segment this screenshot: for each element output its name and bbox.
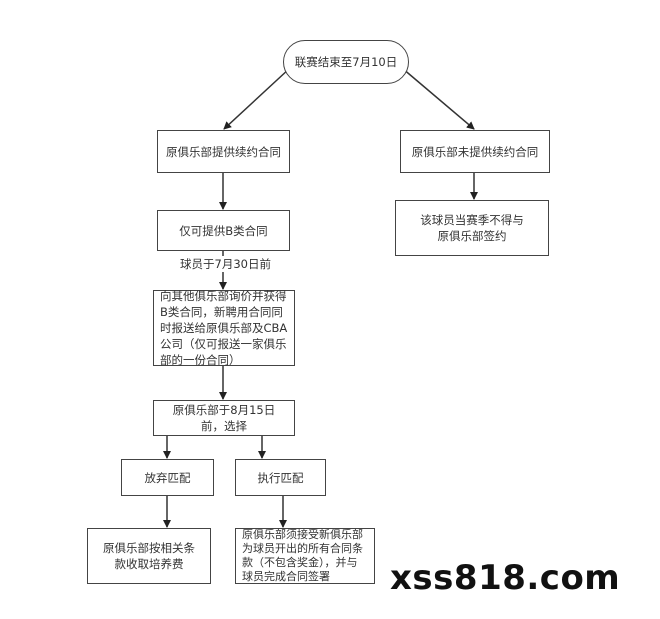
arrow-start-to-offer xyxy=(223,67,291,130)
edge-label-before-jul30: 球员于7月30日前 xyxy=(180,256,271,272)
node-choose-text: 原俱乐部于8月15日前，选择 xyxy=(172,403,276,433)
watermark: xss818.com xyxy=(390,558,621,598)
node-training-fee-text: 原俱乐部按相关条款收取培养费 xyxy=(103,541,195,571)
node-start: 联赛结束至7月10日 xyxy=(283,40,409,84)
node-inquire-text: 向其他俱乐部询价并获得B类合同，新聘用合同同时报送给原俱乐部及CBA公司（仅可报… xyxy=(160,289,288,367)
node-choose: 原俱乐部于8月15日前，选择 xyxy=(153,400,295,436)
node-b-contract-only: 仅可提供B类合同 xyxy=(157,210,290,251)
node-match: 执行匹配 xyxy=(235,459,326,496)
node-inquire: 向其他俱乐部询价并获得B类合同，新聘用合同同时报送给原俱乐部及CBA公司（仅可报… xyxy=(153,289,295,367)
node-no-sign-text: 该球员当赛季不得与原俱乐部签约 xyxy=(420,213,524,243)
node-match-text: 执行匹配 xyxy=(257,470,304,485)
node-accept-terms-text: 原俱乐部须接受新俱乐部为球员开出的所有合同条款（不包含奖金），并与球员完成合同签… xyxy=(242,528,363,583)
node-offer-renewal-text: 原俱乐部提供续约合同 xyxy=(166,144,281,159)
node-offer-renewal: 原俱乐部提供续约合同 xyxy=(157,130,290,173)
arrow-start-to-no-offer xyxy=(401,67,475,130)
node-no-sign: 该球员当赛季不得与原俱乐部签约 xyxy=(395,200,549,256)
node-no-renewal: 原俱乐部未提供续约合同 xyxy=(400,130,550,173)
node-start-text: 联赛结束至7月10日 xyxy=(294,55,398,69)
node-give-up: 放弃匹配 xyxy=(121,459,214,496)
node-training-fee: 原俱乐部按相关条款收取培养费 xyxy=(87,528,211,584)
node-no-renewal-text: 原俱乐部未提供续约合同 xyxy=(411,144,539,159)
node-give-up-text: 放弃匹配 xyxy=(144,470,191,485)
node-accept-terms: 原俱乐部须接受新俱乐部为球员开出的所有合同条款（不包含奖金），并与球员完成合同签… xyxy=(235,528,375,584)
node-b-contract-only-text: 仅可提供B类合同 xyxy=(179,223,268,238)
